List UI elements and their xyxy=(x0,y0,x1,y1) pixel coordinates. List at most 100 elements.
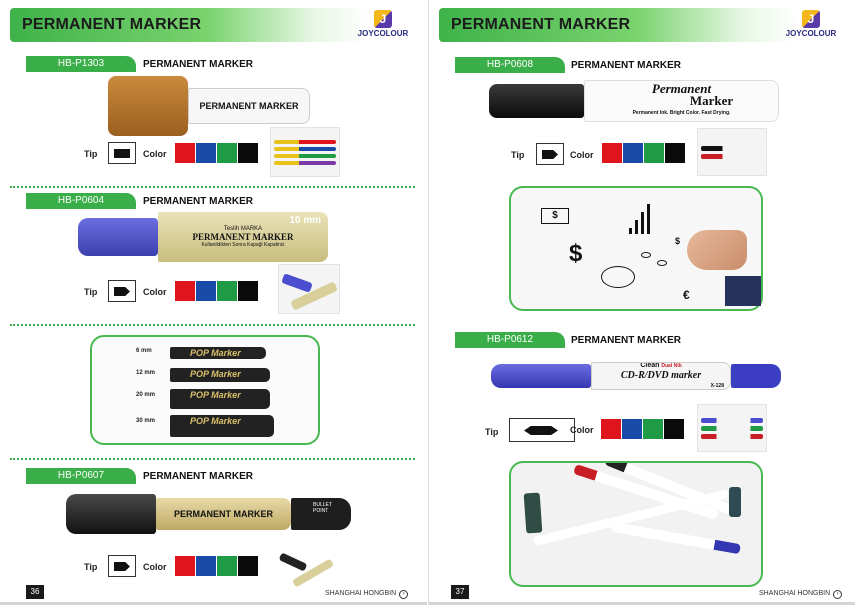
piggy-bank-icon xyxy=(601,266,635,288)
size-panel: 6 mm POP Marker 12 mm POP Marker 20 mm P… xyxy=(90,335,320,445)
mini-marker xyxy=(274,153,336,158)
arrow-right-icon[interactable]: › xyxy=(399,590,409,599)
footer-brand: SHANGHAI HONGBIN› xyxy=(759,590,843,599)
marker-end-cap xyxy=(731,364,781,388)
marker-image-hb-p1303: PERMANENT MARKER xyxy=(108,76,318,136)
chisel-tip-icon xyxy=(114,562,130,571)
page-number: 37 xyxy=(451,585,469,599)
pen-cap-green xyxy=(523,492,543,534)
header-bar xyxy=(439,8,799,42)
size-label: 30 mm xyxy=(136,418,156,424)
banknote-icon: $ xyxy=(541,208,569,224)
swatch-red xyxy=(601,419,621,439)
swatch-green xyxy=(217,556,237,576)
tip-label: Tip xyxy=(511,150,525,160)
brand-logo: J JOYCOLOUR xyxy=(353,10,413,42)
swatch-blue xyxy=(196,143,216,163)
color-label: Color xyxy=(143,562,167,572)
marker-image-hb-p0607: PERMANENT MARKER BULLET POINT xyxy=(66,492,356,536)
swatch-blue xyxy=(622,419,642,439)
size-row: 20 mm POP Marker xyxy=(92,389,318,413)
swatch-green xyxy=(217,281,237,301)
barrel-line2: Marker xyxy=(689,93,734,108)
barrel-tag: BULLET POINT xyxy=(313,502,332,514)
swatch-green xyxy=(644,143,664,163)
logo-mark-icon: J xyxy=(802,10,820,28)
barrel-top-text: Teslih MARKA xyxy=(223,226,263,232)
pen-cap-teal xyxy=(729,487,741,517)
mini-marker xyxy=(274,146,336,151)
marker-barrel: Permanent Marker Permanent Ink. Bright C… xyxy=(584,80,779,122)
marker-barrel: PERMANENT MARKER xyxy=(156,498,291,530)
pens-photo-panel xyxy=(509,461,763,587)
barrel-top2-text: Dual Nib xyxy=(661,363,682,369)
mini-marker xyxy=(701,145,763,151)
size-marker-print: POP Marker xyxy=(190,369,241,379)
mini-marker xyxy=(701,153,763,159)
swatch-green xyxy=(217,143,237,163)
dollar-sign-icon: $ xyxy=(569,240,583,267)
dollar-small-icon: $ xyxy=(675,236,681,246)
color-swatches xyxy=(602,143,685,163)
product-photo xyxy=(278,264,340,314)
marker-cap xyxy=(489,84,584,118)
page-title: PERMANENT MARKER xyxy=(451,16,631,33)
color-label: Color xyxy=(570,425,594,435)
size-row: 30 mm POP Marker xyxy=(92,415,318,441)
color-label: Color xyxy=(143,149,167,159)
product-photo xyxy=(697,404,767,452)
bar-chart-icon xyxy=(629,228,632,234)
marker-barrel: Teslih MARKA PERMANENT MARKER Kullanildi… xyxy=(158,212,328,262)
mini-marker xyxy=(701,417,763,423)
barrel-top-text: Clean xyxy=(640,362,660,369)
swatch-red xyxy=(175,143,195,163)
color-swatches xyxy=(175,556,258,576)
twin-tip-icon xyxy=(524,426,558,435)
marker-barrel: Clean Dual Nib CD-R/DVD marker X-128 xyxy=(591,362,731,390)
color-swatches xyxy=(601,419,684,439)
model-tab-hb-p0607: HB-P0607 xyxy=(26,468,136,484)
pen-blue xyxy=(611,521,741,555)
catalog-page-left: PERMANENT MARKER J JOYCOLOUR HB-P1303 PE… xyxy=(0,0,427,605)
product-photo xyxy=(697,128,767,176)
product-name: PERMANENT MARKER xyxy=(143,59,253,70)
footer-brand-text: SHANGHAI HONGBIN xyxy=(759,590,831,597)
bar-chart-icon xyxy=(641,212,644,234)
tip-shape-box xyxy=(536,143,564,165)
size-label: 6 mm xyxy=(136,348,152,354)
size-marker-print: POP Marker xyxy=(190,390,241,400)
mini-cap xyxy=(281,272,313,293)
barrel-main-text: PERMANENT MARKER xyxy=(192,232,294,242)
mini-cap xyxy=(278,551,308,572)
size-row: 6 mm POP Marker xyxy=(92,345,318,365)
swatch-red xyxy=(602,143,622,163)
marker-image-hb-p0604: Teslih MARKA PERMANENT MARKER Kullanildi… xyxy=(78,212,333,262)
tip-shape-box xyxy=(108,280,136,302)
illustration-panel: $ $ € $ xyxy=(509,186,763,311)
section-divider xyxy=(10,324,415,326)
mini-marker xyxy=(274,160,336,165)
tip-label: Tip xyxy=(84,287,98,297)
logo-text: JOYCOLOUR xyxy=(785,29,837,38)
swatch-blue xyxy=(196,281,216,301)
marker-barrel: PERMANENT MARKER xyxy=(188,88,310,124)
size-marker-print: POP Marker xyxy=(190,416,241,426)
marker-image-hb-p0612: Clean Dual Nib CD-R/DVD marker X-128 xyxy=(491,360,783,392)
brand-logo: J JOYCOLOUR xyxy=(781,10,841,42)
product-photo xyxy=(270,127,340,177)
bottom-rule xyxy=(429,602,855,605)
bar-chart-icon xyxy=(635,220,638,234)
logo-mark-icon: J xyxy=(374,10,392,28)
swatch-blue xyxy=(623,143,643,163)
color-label: Color xyxy=(143,287,167,297)
section-divider xyxy=(10,458,415,460)
color-swatches xyxy=(175,143,258,163)
tip-shape-box xyxy=(108,555,136,577)
swatch-black xyxy=(665,143,685,163)
marker-cap xyxy=(66,494,156,534)
tip-shape-box xyxy=(509,418,575,442)
arrow-right-icon[interactable]: › xyxy=(833,590,843,599)
mini-marker xyxy=(274,139,336,144)
header-bar xyxy=(10,8,370,42)
size-label: 20 mm xyxy=(136,392,156,398)
